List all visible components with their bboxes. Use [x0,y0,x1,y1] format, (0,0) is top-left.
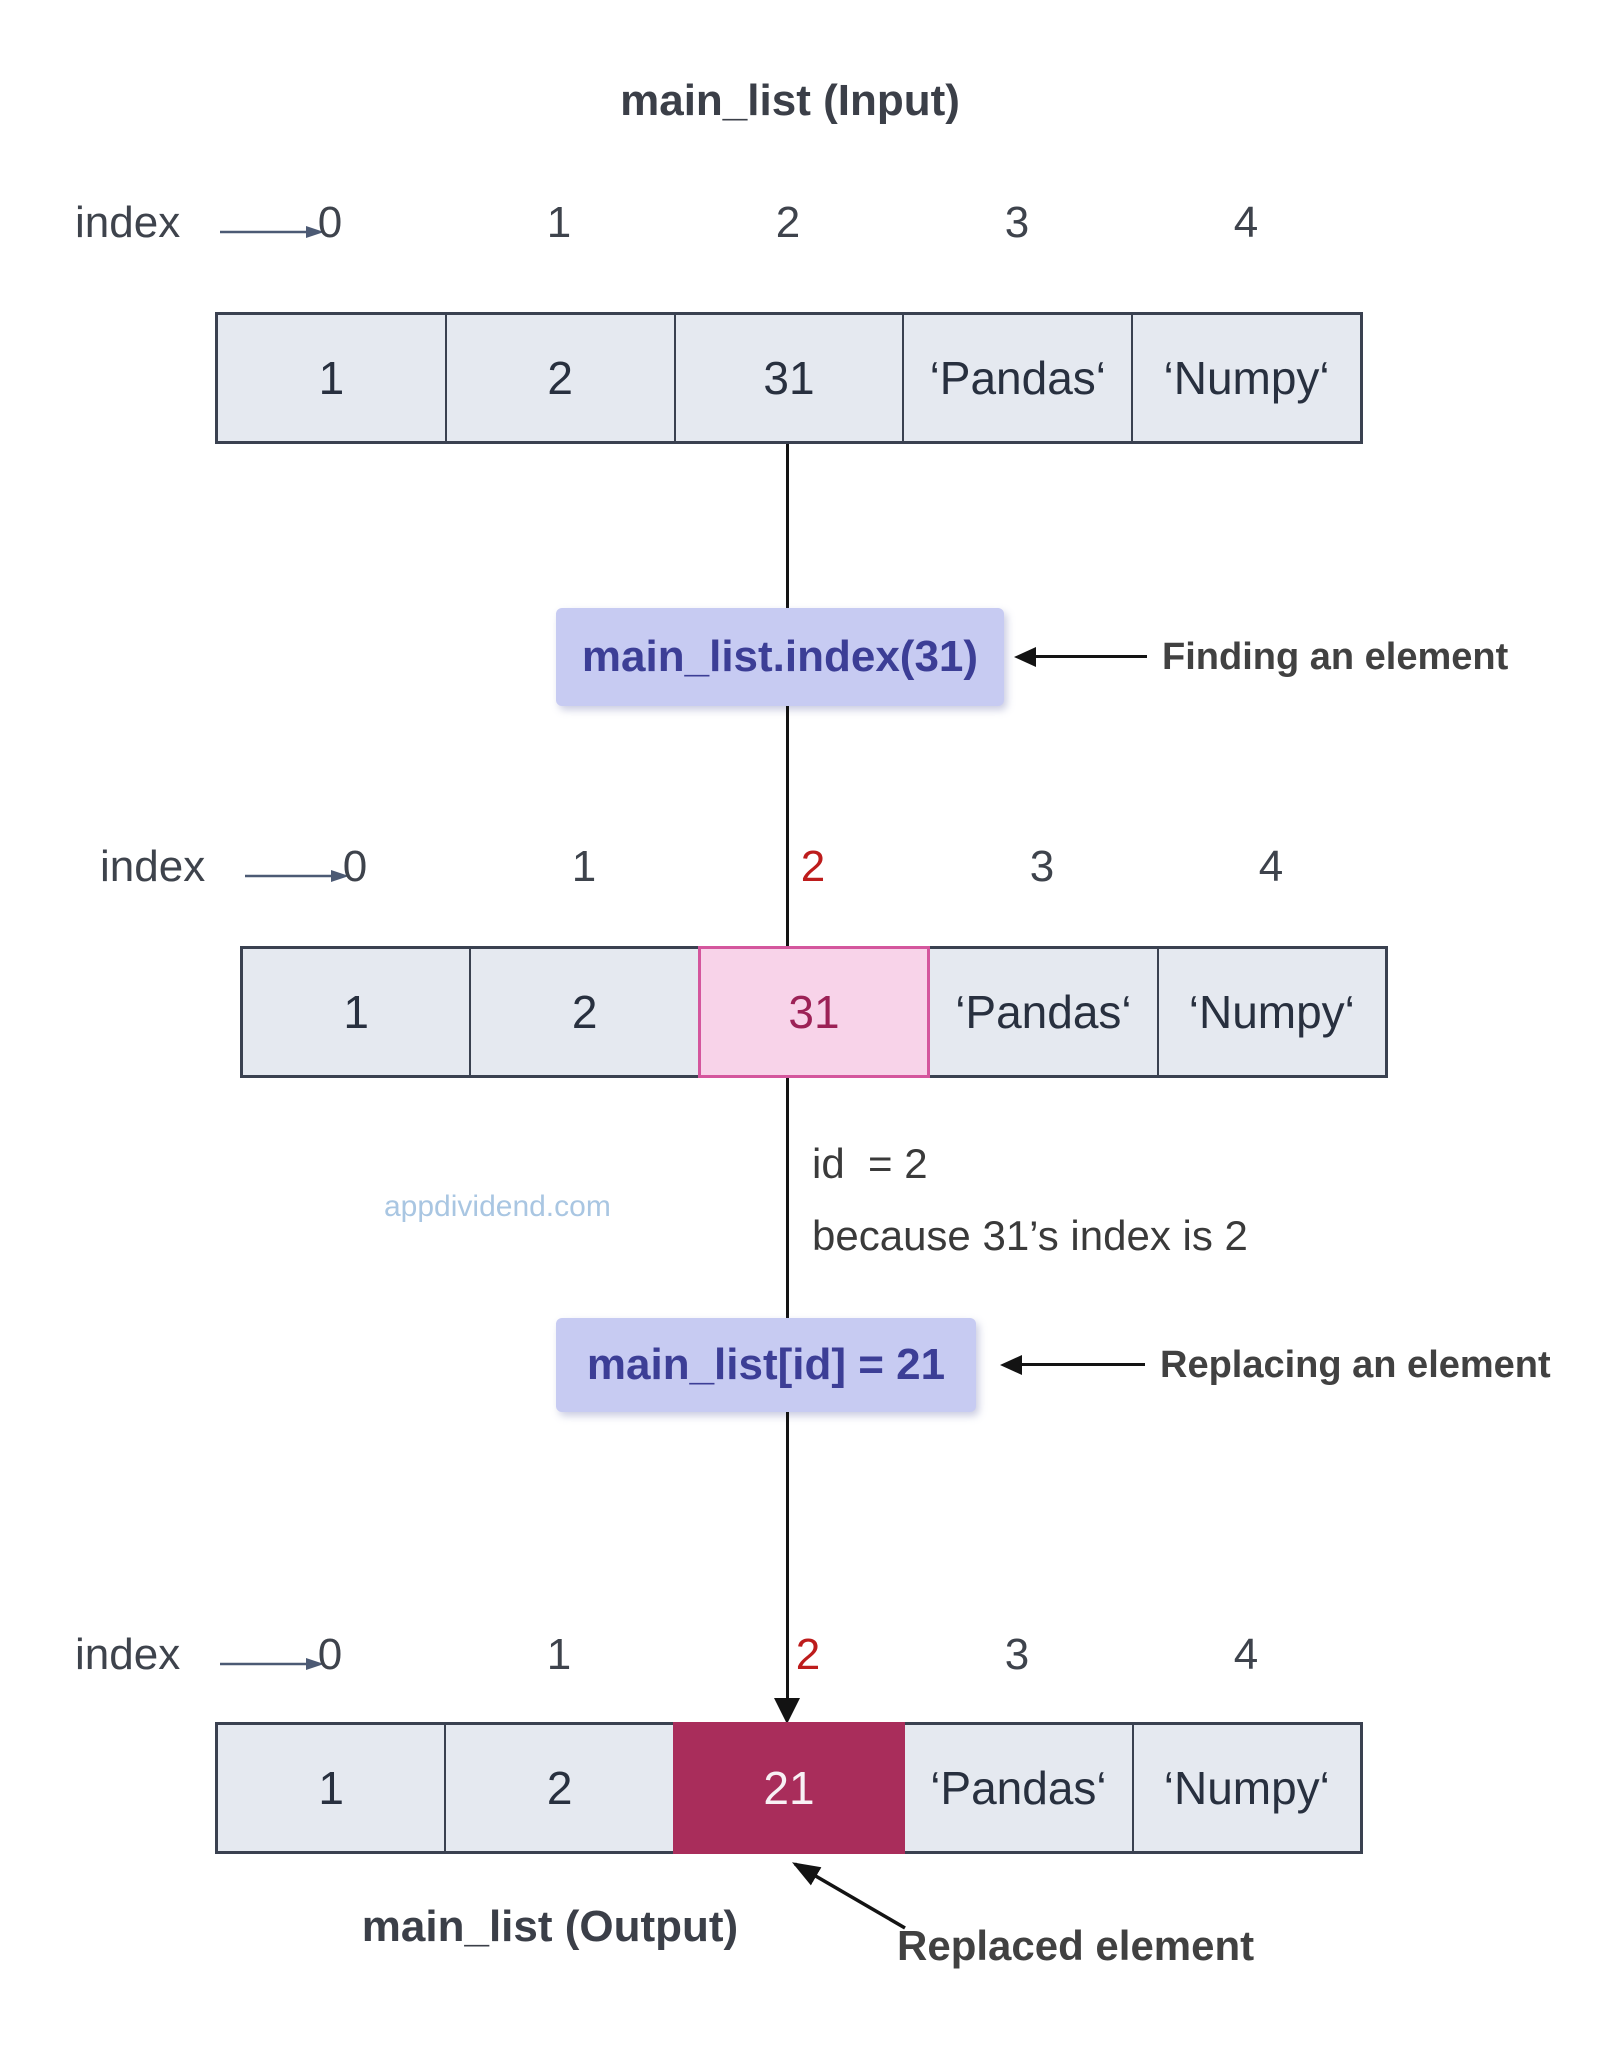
index-arrow-icon [220,226,324,238]
index-number: 3 [1029,842,1055,891]
left-arrow-icon [1000,1355,1022,1375]
list-cell: ‘Numpy‘ [1163,1762,1330,1814]
input-list: 1 2 31 ‘Pandas‘ ‘Numpy‘ [215,312,1363,444]
list-cell-found: 31 [697,946,931,1078]
id-reason-text: because 31’s index is 2 [812,1212,1248,1259]
connector-line [786,706,789,946]
output-list-title: main_list (Output) [361,1902,739,1951]
connector-line [786,1412,789,1704]
index-number: 4 [1233,198,1259,247]
index-number: 4 [1233,1630,1259,1679]
index-number: 0 [317,198,343,247]
list-cell: ‘Pandas‘ [904,315,1134,441]
list-cell: ‘Pandas‘ [905,1725,1134,1851]
index-number: 1 [571,842,597,891]
list-cell: 31 [676,315,905,441]
list-cell: ‘Numpy‘ [1188,986,1355,1038]
list-cell: ‘Pandas‘ [930,949,1159,1075]
id-value-text: id = 2 [812,1140,928,1187]
list-cell-replaced: 21 [672,1722,906,1854]
index-number: 0 [342,842,368,891]
index-number: 3 [1004,1630,1030,1679]
input-list-title: main_list (Input) [620,76,960,125]
arrow-line [1021,1363,1145,1366]
watermark: appdividend.com [384,1190,611,1223]
index-number: 4 [1258,842,1284,891]
index-label: index [75,198,181,247]
connector-line [786,444,789,608]
list-cell: 1 [243,949,472,1075]
index-number: 1 [546,198,572,247]
index-label: index [75,1630,181,1679]
down-arrow-icon [774,1698,800,1724]
index-number: 3 [1004,198,1030,247]
index-number: 2 [775,198,801,247]
found-list: 1 2 31 ‘Pandas‘ ‘Numpy‘ [240,946,1388,1078]
list-cell: 2 [447,315,676,441]
output-list: 1 2 21 ‘Pandas‘ ‘Numpy‘ [215,1722,1363,1854]
list-cell: 1 [218,315,447,441]
list-cell: 1 [218,1725,447,1851]
list-cell: ‘Numpy‘ [1163,352,1330,404]
index-arrow-icon [245,870,349,882]
index-number: 0 [317,1630,343,1679]
index-number-highlighted: 2 [795,1630,821,1679]
arrow-line [1035,655,1147,658]
index-number-highlighted: 2 [800,842,826,891]
list-cell: 2 [546,1762,573,1814]
replaced-note: Replaced element [897,1922,1255,1969]
replace-code-box: main_list[id] = 21 [556,1318,976,1412]
replacing-note: Replacing an element [1160,1344,1551,1386]
index-arrow-icon [220,1658,324,1670]
connector-line [786,1078,789,1318]
left-arrow-icon [1014,647,1036,667]
list-cell: 2 [571,986,598,1038]
finding-note: Finding an element [1162,636,1509,678]
find-code-box: main_list.index(31) [556,608,1004,706]
index-label: index [100,842,206,891]
index-number: 1 [546,1630,572,1679]
replaced-element-arrow-icon [791,1862,906,1930]
